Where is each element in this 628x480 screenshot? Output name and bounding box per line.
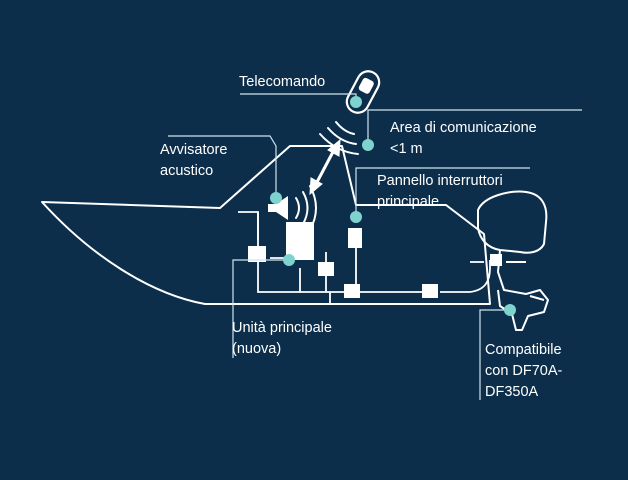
main-unit-marker: [283, 254, 295, 266]
double-arrow-icon: [309, 138, 341, 196]
connector-right: [422, 284, 438, 298]
main-unit-box: [286, 222, 314, 260]
wiring: [238, 211, 491, 304]
connector-bottom: [344, 284, 360, 298]
label-compatible: Compatibile con DF70A- DF350A: [485, 340, 562, 403]
buzzer-icon: [268, 196, 288, 220]
outboard-motor-icon: [477, 190, 549, 331]
comm-area-marker: [362, 139, 374, 151]
marker-dots: [270, 96, 516, 316]
connector-left: [248, 246, 266, 262]
label-main-unit-line-2: (nuova): [232, 341, 282, 357]
main-switch-panel-box: [348, 228, 362, 248]
label-compatible-line-3: DF350A: [485, 384, 539, 400]
label-buzzer-line-1: Avvisatore: [160, 142, 228, 158]
connector-mid: [318, 262, 334, 276]
remote-marker: [350, 96, 362, 108]
label-buzzer-line-2: acustico: [160, 163, 214, 179]
engine-marker: [504, 304, 516, 316]
label-comm-line-1: Area di comunicazione: [390, 120, 537, 136]
label-buzzer: Avvisatore acustico: [160, 140, 227, 182]
label-remote: Telecomando: [239, 72, 325, 93]
label-comm-line-2: <1 m: [390, 141, 423, 157]
label-remote-text: Telecomando: [239, 74, 326, 90]
label-main-switch-panel: Pannello interruttori principale: [377, 171, 503, 213]
label-switch-line-1: Pannello interruttori: [377, 173, 503, 189]
switch-panel-marker: [350, 211, 362, 223]
components: [248, 196, 502, 298]
buzzer-marker: [270, 192, 282, 204]
label-switch-line-2: principale: [377, 194, 440, 210]
label-main-unit-line-1: Unità principale: [232, 320, 332, 336]
label-main-unit: Unità principale (nuova): [232, 318, 332, 360]
label-communication-area: Area di comunicazione <1 m: [390, 118, 537, 160]
boat-hull-outline: [41, 145, 491, 305]
label-compatible-line-2: con DF70A-: [485, 363, 563, 379]
label-compatible-line-1: Compatibile: [485, 342, 562, 358]
connector-engine: [490, 254, 502, 266]
remote-key-fob-icon: [345, 70, 381, 114]
